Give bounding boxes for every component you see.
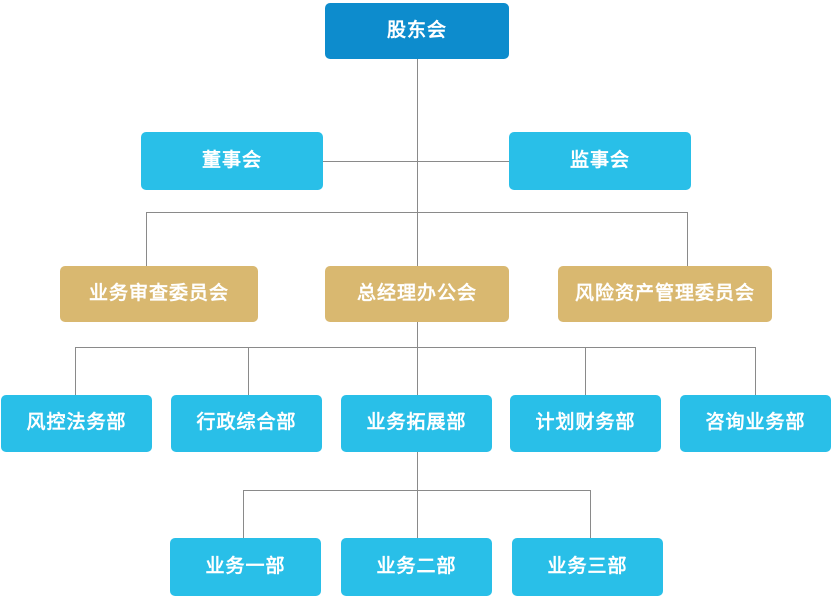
node-label: 总经理办公会 (356, 282, 477, 304)
connector-department-drop-3 (417, 347, 418, 395)
connector-department-drop-4 (585, 347, 586, 395)
node-administration-dept[interactable]: 行政综合部 (171, 395, 322, 452)
connector-root-vertical (417, 59, 418, 213)
node-planning-finance-dept[interactable]: 计划财务部 (510, 395, 661, 452)
connector-committee-drop-left (146, 212, 147, 266)
node-label: 业务一部 (205, 555, 286, 577)
node-label: 业务拓展部 (366, 412, 467, 434)
node-board-of-directors[interactable]: 董事会 (141, 132, 323, 190)
node-business-development-dept[interactable]: 业务拓展部 (341, 395, 492, 452)
connector-subdept-drop-1 (243, 490, 244, 538)
connector-department-drop-2 (248, 347, 249, 395)
node-risk-asset-management-committee[interactable]: 风险资产管理委员会 (558, 266, 772, 322)
connector-gm-office-vertical (417, 322, 418, 348)
node-label: 董事会 (201, 149, 262, 171)
node-label: 业务审查委员会 (88, 282, 229, 304)
connector-department-drop-5 (755, 347, 756, 395)
connector-boards-horizontal (323, 161, 510, 162)
connector-committee-drop-right (687, 212, 688, 266)
node-label: 风险资产管理委员会 (574, 282, 755, 304)
node-label: 业务三部 (547, 555, 628, 577)
connector-subdept-bus (243, 490, 590, 491)
node-consulting-business-dept[interactable]: 咨询业务部 (680, 395, 831, 452)
node-business-unit-3[interactable]: 业务三部 (512, 538, 663, 596)
connector-department-bus (75, 347, 756, 348)
node-label: 行政综合部 (196, 412, 297, 434)
node-board-of-supervisors[interactable]: 监事会 (509, 132, 691, 190)
connector-committee-drop-center (417, 212, 418, 266)
connector-subdept-drop-3 (590, 490, 591, 538)
node-business-unit-1[interactable]: 业务一部 (170, 538, 321, 596)
connector-subdept-drop-2 (417, 490, 418, 538)
connector-business-dev-vertical (417, 452, 418, 490)
node-business-review-committee[interactable]: 业务审查委员会 (60, 266, 258, 322)
node-label: 监事会 (569, 149, 630, 171)
node-label: 股东会 (386, 19, 447, 41)
node-general-manager-office-meeting[interactable]: 总经理办公会 (325, 266, 509, 322)
node-label: 计划财务部 (535, 412, 636, 434)
node-risk-control-legal-dept[interactable]: 风控法务部 (1, 395, 152, 452)
node-label: 风控法务部 (26, 412, 127, 434)
node-shareholders-meeting[interactable]: 股东会 (325, 3, 509, 59)
node-business-unit-2[interactable]: 业务二部 (341, 538, 492, 596)
node-label: 咨询业务部 (705, 412, 806, 434)
connector-department-drop-1 (75, 347, 76, 395)
node-label: 业务二部 (376, 555, 457, 577)
